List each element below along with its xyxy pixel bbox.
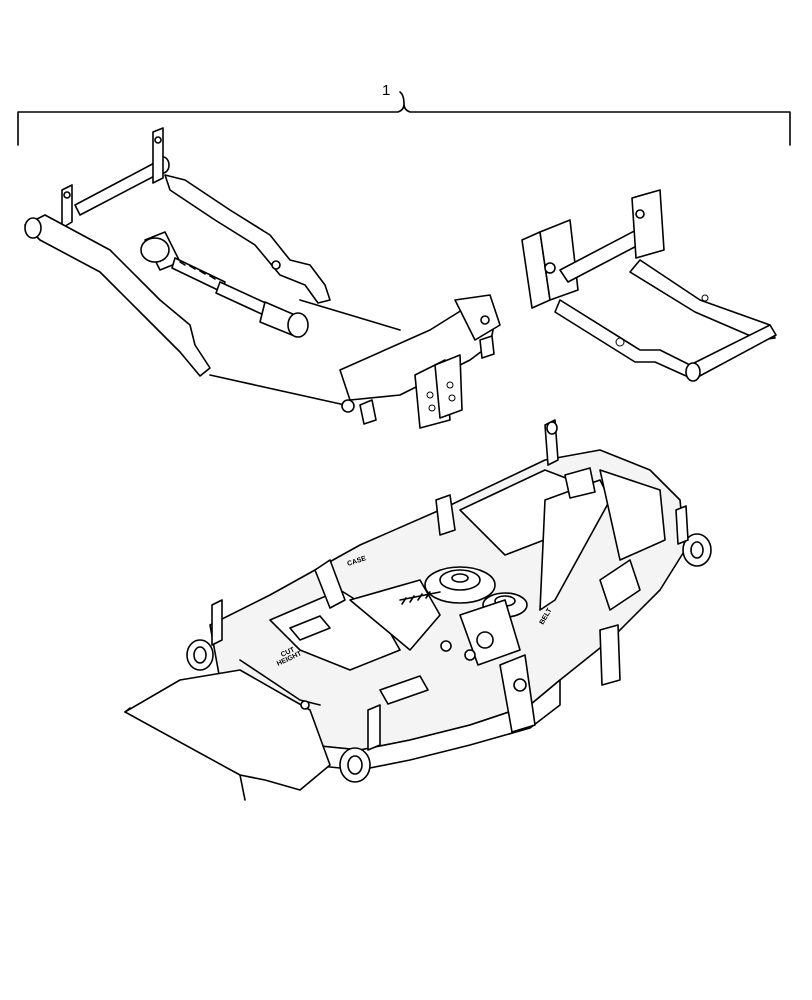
mower-deck: CASE BELT CUT HEIGHT [124,419,712,801]
lift-linkage-assembly [24,127,501,429]
callout-bracket [17,91,791,146]
callout-number: 1 [382,82,390,99]
gauge-wheel-left [186,599,223,671]
gauge-wheel-front [339,704,381,783]
front-hitch-bracket [521,189,777,382]
gauge-wheel-rear [544,419,559,466]
gauge-wheel-right [675,505,712,567]
